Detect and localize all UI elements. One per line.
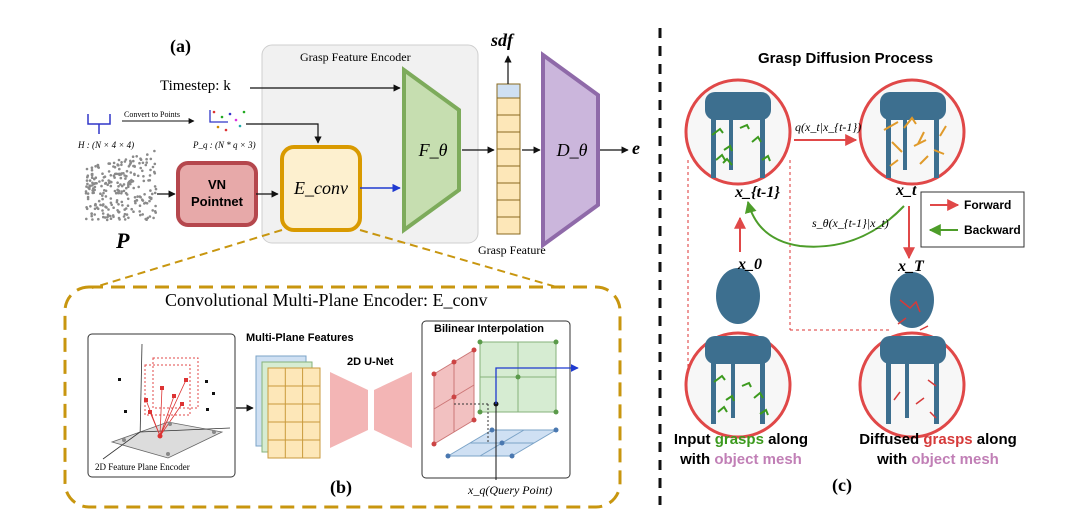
panel-a-label: (a) <box>170 36 191 56</box>
econv-label: E_conv <box>294 178 348 198</box>
unet-label: 2D U-Net <box>347 356 394 368</box>
bilinear-label: Bilinear Interpolation <box>434 323 545 335</box>
query-points-icon <box>209 110 246 132</box>
timestep-label: Timestep: k <box>160 78 231 94</box>
panel-b-label: (b) <box>330 477 352 497</box>
caption-right-1: Diffused <box>859 431 920 448</box>
chair-x-t <box>858 78 966 186</box>
plane-encoder-sketch <box>102 343 231 460</box>
backward-arrow <box>744 200 905 248</box>
legend-backward-label: Backward <box>964 223 1021 237</box>
panel-b-frame <box>63 285 622 509</box>
legend-box <box>920 191 1025 248</box>
x-t-minus-1-label: x_{t-1} <box>735 184 780 201</box>
caption-right-2: grasps <box>923 431 973 448</box>
caption-left-2: grasps <box>714 431 764 448</box>
query-point-label: x_q(Query Point) <box>468 483 553 497</box>
gripper-icon <box>87 114 111 134</box>
caption-right-4: with <box>877 451 908 468</box>
grasp-feature-vector <box>496 83 521 235</box>
zoom-line-left <box>91 229 283 289</box>
sdf-label: sdf <box>491 30 513 50</box>
chair-x-0 <box>684 268 792 439</box>
vn-label-1: VN <box>207 177 227 192</box>
panel-c-label: (c) <box>832 475 852 495</box>
point-cloud-P <box>84 149 158 222</box>
f-theta-label: F_θ <box>418 140 448 160</box>
caption-right: Diffused grasps along with object mesh <box>848 430 1028 470</box>
vn-label-2: Pointnet <box>191 194 243 209</box>
legend-forward-label: Forward <box>964 198 1012 212</box>
panel-c-title: Grasp Diffusion Process <box>758 50 934 67</box>
caption-right-3: along <box>976 431 1017 448</box>
encoder-title: Grasp Feature Encoder <box>300 50 411 64</box>
panel-b-title: Convolutional Multi-Plane Encoder: E_con… <box>165 290 488 310</box>
multi-plane-features <box>255 355 321 459</box>
caption-left-1: Input <box>673 431 711 448</box>
caption-left: Input grasps along with object mesh <box>670 430 812 470</box>
bilinear-sketch <box>431 339 579 480</box>
P-label: P <box>116 228 130 253</box>
chair-x-t-minus-1 <box>684 78 792 186</box>
caption-right-5: object mesh <box>911 451 999 468</box>
e-label: e <box>632 138 640 158</box>
caption-left-3: along <box>768 431 809 448</box>
d-theta-label: D_θ <box>556 140 588 160</box>
plane-encoder-label: 2D Feature Plane Encoder <box>95 462 190 472</box>
q-label: q(x_t|x_{t-1}) <box>795 120 862 134</box>
x-0-label: x_0 <box>738 256 762 273</box>
f-theta-block <box>402 66 461 234</box>
convert-label: Convert to Points <box>124 110 181 119</box>
chair-x-T <box>858 272 966 439</box>
multiplane-label: Multi-Plane Features <box>246 332 354 344</box>
x-T-label: x_T <box>898 258 924 275</box>
grasp-feature-label: Grasp Feature <box>478 243 546 257</box>
H-label: H : (N × 4 × 4) <box>78 140 135 150</box>
d-theta-block <box>541 51 600 249</box>
s-label: s_θ(x_{t-1}|x_t) <box>812 216 889 230</box>
pq-to-econv-arrow <box>246 123 322 144</box>
x-t-label: x_t <box>896 182 917 199</box>
zoom-line-right <box>359 229 561 289</box>
unet-shape <box>330 372 412 448</box>
caption-left-4: with <box>680 451 711 468</box>
caption-left-5: object mesh <box>714 451 802 468</box>
Pq-label: P_q : (N * q × 3) <box>193 140 256 150</box>
